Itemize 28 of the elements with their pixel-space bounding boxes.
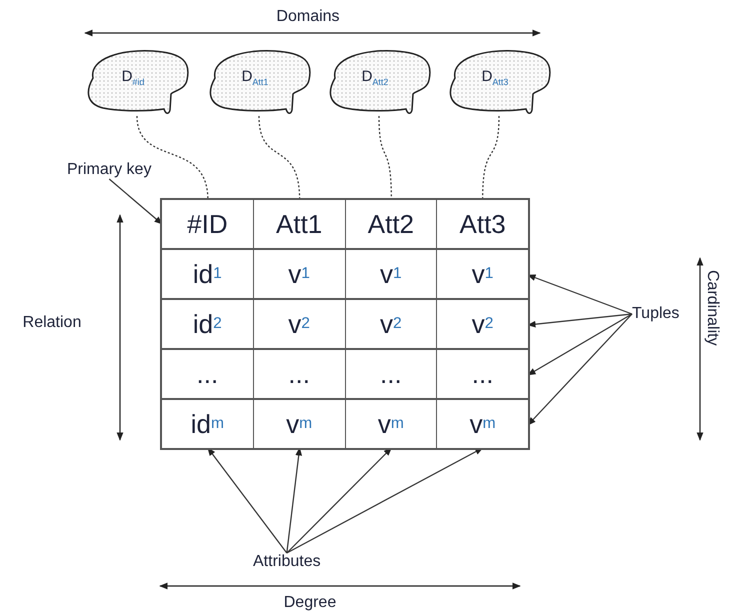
- relation-table: [160, 198, 530, 450]
- domain-label: D$_{Att2}$: [360, 68, 390, 85]
- table-row: [162, 300, 528, 350]
- annotation-text: Primary key: [67, 161, 152, 179]
- domain-label: D$_{Att1}$: [240, 68, 270, 85]
- table-cell: ...: [346, 350, 438, 398]
- dimension-label: Domains: [275, 8, 341, 26]
- table-row: [162, 200, 528, 250]
- column-header: #ID: [162, 200, 254, 248]
- table-cell: ...: [254, 350, 346, 398]
- column-header: Att3: [437, 200, 528, 248]
- table-cell: ...: [162, 350, 254, 398]
- table-cell: ...: [437, 350, 528, 398]
- annotation-text: Tuples: [632, 305, 680, 323]
- annotation-text: Attributes: [253, 553, 321, 571]
- column-header: Att2: [346, 200, 438, 248]
- dimension-label: Cardinality: [703, 270, 721, 346]
- table-row: [162, 350, 528, 400]
- dotted-connector: [136, 116, 208, 200]
- dotted-connector: [258, 116, 300, 200]
- dotted-connector: [482, 116, 500, 200]
- column-header: Att1: [254, 200, 346, 248]
- domain-label: D$_{Att3}$: [480, 68, 510, 85]
- table-row: [162, 400, 528, 450]
- dimension-label: Degree: [282, 594, 338, 612]
- table-row: [162, 250, 528, 300]
- domain-label: D$_{#id}$: [120, 68, 146, 85]
- dimension-label: Relation: [22, 314, 82, 332]
